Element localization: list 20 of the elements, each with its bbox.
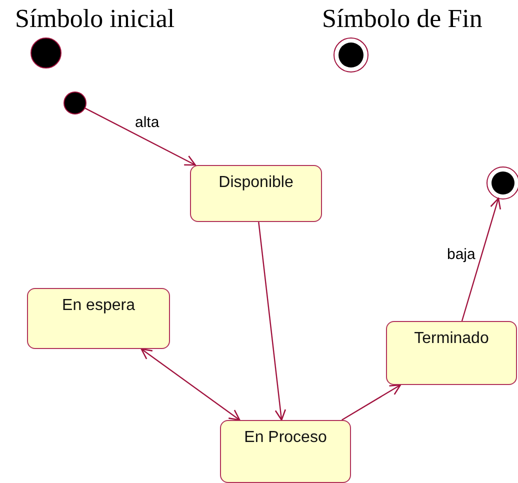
initial-state-symbol [30,38,62,68]
transition-arrow [140,348,240,421]
state-box [386,321,517,385]
transition-arrow [461,198,502,322]
transition-arrow [342,384,402,421]
final-state-symbol [486,166,518,200]
state-name: En Proceso [244,428,327,448]
symbol-caption: Símbolo de Fin [322,4,482,34]
initial-state-symbol [64,92,86,114]
transition-arrow [258,222,286,421]
final-state-symbol [334,38,368,72]
transition-arrow [84,108,196,166]
state-name: Terminado [414,329,489,349]
state-box [27,288,170,349]
state-box [220,420,351,483]
state-name: Disponible [218,173,294,193]
state-name: En espera [62,296,135,316]
symbol-caption: Símbolo inicial [15,4,175,34]
edge-label: baja [446,246,476,263]
state-box [190,165,322,222]
